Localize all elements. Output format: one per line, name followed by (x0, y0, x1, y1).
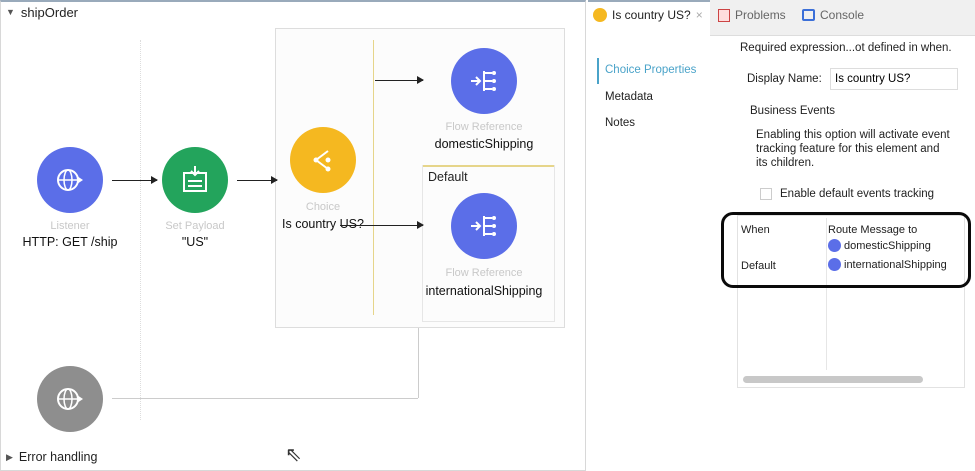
business-events-title: Business Events (750, 105, 836, 117)
listener-name: HTTP: GET /ship (22, 235, 118, 249)
connector (340, 225, 375, 226)
expand-triangle-icon[interactable]: ▶ (6, 452, 13, 462)
validation-warning: Required expression...ot defined in when… (740, 42, 952, 54)
table-row[interactable]: domesticShipping (828, 239, 931, 252)
globe-icon (57, 169, 83, 191)
globe-icon (57, 388, 83, 410)
active-indicator (597, 58, 599, 84)
sidebar-item-choice-properties[interactable]: Choice Properties (605, 64, 697, 76)
highlight-box (721, 212, 971, 288)
set-payload-value: "US" (181, 235, 209, 249)
set-payload-type: Set Payload (165, 220, 225, 232)
table-header-when: When (741, 224, 770, 236)
table-header-route: Route Message to (828, 224, 918, 236)
sidebar-item-metadata[interactable]: Metadata (605, 91, 653, 103)
choice-name: Is country US? (282, 217, 364, 231)
domestic-type: Flow Reference (445, 121, 523, 133)
business-events-description: Enabling this option will activate event… (756, 129, 950, 169)
console-icon (802, 9, 815, 21)
flow-reference-icon (828, 239, 841, 252)
arrow (375, 76, 424, 84)
display-name-input[interactable] (830, 68, 958, 90)
problems-icon (718, 8, 730, 22)
default-divider (422, 165, 555, 167)
arrow (237, 176, 278, 184)
choice-branch-icon (313, 150, 331, 172)
sidebar-item-notes[interactable]: Notes (605, 117, 636, 129)
tab-problems[interactable]: Problems (718, 8, 786, 22)
flow-header[interactable]: ▼ shipOrder (6, 5, 78, 20)
routes-table (737, 215, 965, 388)
collapse-triangle-icon[interactable]: ▼ (6, 7, 15, 17)
set-payload-icon (183, 166, 207, 192)
checkbox-label: Enable default events tracking (780, 188, 935, 200)
domestic-name: domesticShipping (434, 137, 534, 151)
listener-node[interactable] (37, 147, 103, 213)
default-events-checkbox-row[interactable]: Enable default events tracking (760, 188, 934, 200)
flow-title: shipOrder (20, 5, 78, 20)
display-name-label: Display Name: (747, 73, 822, 85)
route-target: internationalShipping (844, 258, 947, 271)
flow-reference-icon (471, 71, 496, 91)
choice-node[interactable] (290, 127, 356, 193)
route-when: Default (741, 260, 776, 272)
choice-tab-icon (593, 8, 607, 22)
table-row[interactable]: internationalShipping (828, 258, 947, 271)
tab-choice-content[interactable]: Is country US? × (593, 8, 703, 22)
error-handler-node[interactable] (37, 366, 103, 432)
tab-choice[interactable] (588, 0, 710, 37)
route-target: domesticShipping (844, 239, 931, 252)
close-icon[interactable]: × (695, 8, 703, 22)
international-name: internationalShipping (425, 284, 543, 298)
error-handling-section[interactable]: ▶ Error handling (6, 450, 97, 464)
choice-router-line (373, 40, 374, 315)
tab-label: Is country US? (612, 8, 691, 22)
international-flow-ref-node[interactable] (451, 193, 517, 259)
connector (112, 398, 418, 399)
mouse-cursor-icon: ⇖ (285, 444, 302, 466)
tab-label: Console (820, 8, 865, 22)
column-divider (826, 218, 827, 370)
checkbox[interactable] (760, 188, 772, 200)
listener-type: Listener (50, 220, 90, 232)
flow-reference-icon (828, 258, 841, 271)
default-box (422, 165, 555, 322)
horizontal-scrollbar[interactable] (743, 376, 923, 383)
set-payload-node[interactable] (162, 147, 228, 213)
tab-console[interactable]: Console (802, 8, 864, 22)
arrow (112, 176, 158, 184)
arrow (375, 221, 424, 229)
international-type: Flow Reference (445, 267, 523, 279)
choice-type: Choice (305, 201, 341, 213)
tab-label: Problems (735, 8, 786, 22)
default-label: Default (428, 170, 468, 184)
divider (140, 40, 141, 420)
connector (418, 328, 419, 398)
flow-reference-icon (471, 216, 496, 236)
domestic-flow-ref-node[interactable] (451, 48, 517, 114)
error-handling-label: Error handling (18, 450, 98, 464)
